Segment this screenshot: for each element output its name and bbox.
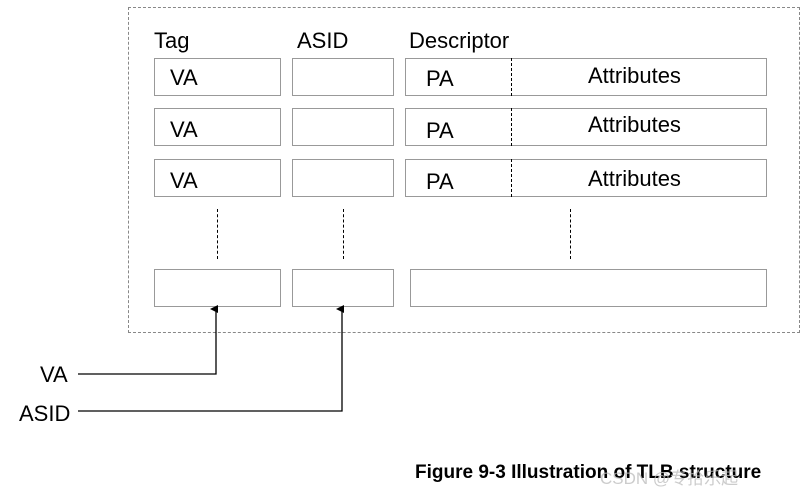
asid-cell-row-1 bbox=[292, 58, 394, 96]
descriptor-cell-row-2 bbox=[405, 108, 767, 146]
header-descriptor: Descriptor bbox=[409, 28, 510, 53]
asid-cell-row-3 bbox=[292, 159, 394, 197]
tag-cell-last bbox=[154, 269, 281, 307]
va-label-row-2: VA bbox=[170, 117, 198, 142]
asid-connector-arrow bbox=[78, 305, 344, 412]
va-label-row-1: VA bbox=[170, 65, 198, 90]
pa-divider-row-2 bbox=[511, 108, 512, 146]
tag-cell-row-2 bbox=[154, 108, 281, 146]
pa-label-row-1: PA bbox=[426, 66, 454, 91]
continuation-dots-asid bbox=[343, 209, 344, 259]
asid-input-label: ASID bbox=[19, 401, 71, 426]
asid-cell-last bbox=[292, 269, 394, 307]
tlb-container bbox=[128, 7, 800, 333]
attributes-label-row-2: Attributes bbox=[588, 112, 681, 137]
pa-divider-row-1 bbox=[511, 58, 512, 96]
attributes-label-row-3: Attributes bbox=[588, 166, 681, 191]
descriptor-cell-last bbox=[410, 269, 767, 307]
descriptor-cell-row-3 bbox=[405, 159, 767, 197]
header-asid: ASID bbox=[297, 28, 349, 53]
tag-cell-row-1 bbox=[154, 58, 281, 96]
header-tag: Tag bbox=[154, 28, 190, 53]
descriptor-cell-row-1 bbox=[405, 58, 767, 96]
watermark: CSDN @专拾乐起 bbox=[600, 469, 739, 488]
continuation-dots-descriptor bbox=[570, 209, 571, 259]
continuation-dots-tag bbox=[217, 209, 218, 259]
va-label-row-3: VA bbox=[170, 168, 198, 193]
pa-divider-row-3 bbox=[511, 159, 512, 197]
asid-cell-row-2 bbox=[292, 108, 394, 146]
figure-caption: Figure 9-3 Illustration of TLB structure bbox=[415, 462, 762, 483]
va-connector-arrow bbox=[78, 305, 218, 375]
tag-cell-row-3 bbox=[154, 159, 281, 197]
va-input-label: VA bbox=[40, 362, 68, 387]
pa-label-row-3: PA bbox=[426, 169, 454, 194]
pa-label-row-2: PA bbox=[426, 118, 454, 143]
attributes-label-row-1: Attributes bbox=[588, 63, 681, 88]
